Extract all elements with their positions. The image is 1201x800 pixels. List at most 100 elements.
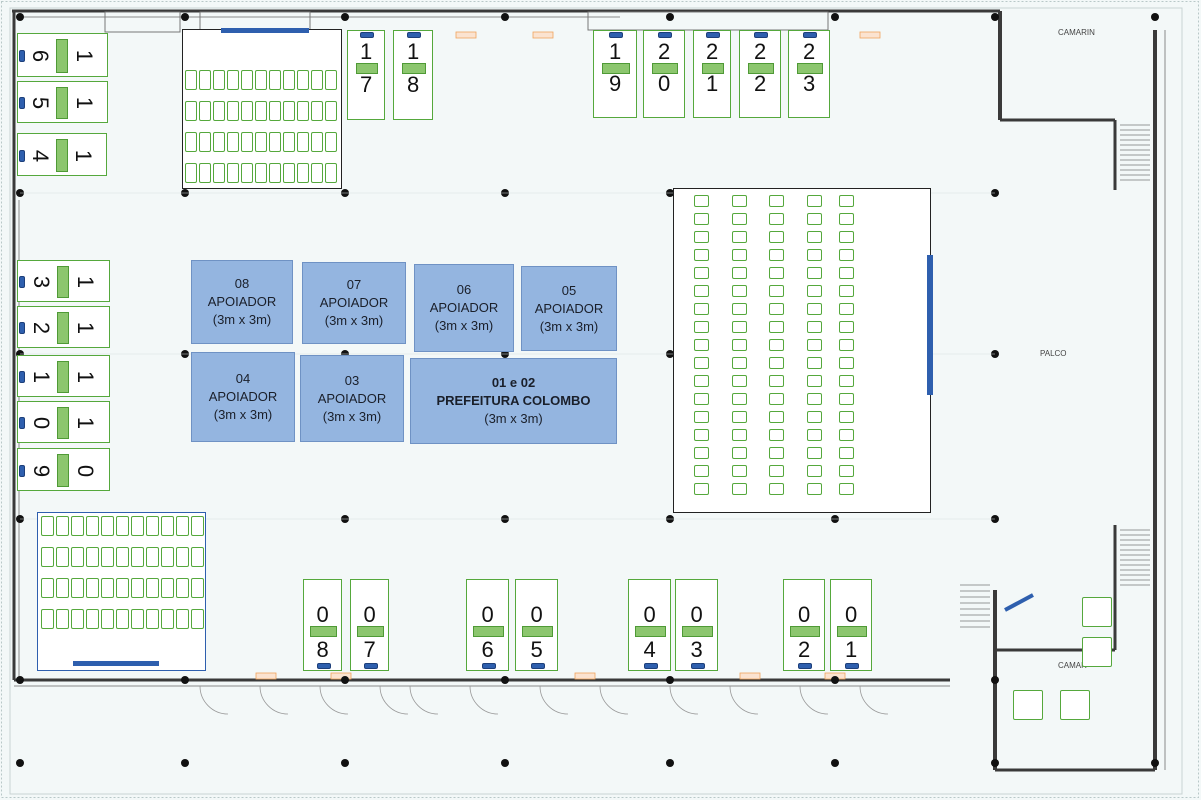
seat xyxy=(311,132,323,152)
seat xyxy=(732,321,747,333)
booth-number-digit: 9 xyxy=(609,71,622,97)
seat xyxy=(101,516,114,536)
booth-tag-marker xyxy=(658,32,672,38)
booth-counter xyxy=(402,63,426,75)
booth-counter xyxy=(837,626,867,637)
seat xyxy=(297,101,309,121)
seat xyxy=(732,447,747,459)
seat xyxy=(769,249,784,261)
seat xyxy=(732,267,747,279)
booth-tag-marker xyxy=(19,50,25,62)
apoiador-size: (3m x 3m) xyxy=(434,318,494,333)
booth-tag-marker xyxy=(316,663,331,669)
seat xyxy=(807,231,822,243)
seat xyxy=(241,70,253,90)
booth-number-digit: 1 xyxy=(73,416,99,430)
seating-block-stage xyxy=(673,188,933,513)
seat xyxy=(41,609,54,629)
booth-number-digit: 3 xyxy=(803,71,816,97)
booth-counter xyxy=(356,63,378,75)
booth-number-digit: 6 xyxy=(481,636,494,662)
booth-number-digit: 2 xyxy=(658,39,671,64)
pillar xyxy=(501,676,509,684)
pillar xyxy=(666,676,674,684)
pillar xyxy=(831,13,839,21)
saida-mark xyxy=(859,31,881,39)
booth-tag-marker xyxy=(530,663,545,669)
seat xyxy=(311,101,323,121)
restroom-top-left xyxy=(104,11,181,33)
seat xyxy=(839,195,854,207)
camar-furniture xyxy=(1082,637,1112,667)
booth-counter xyxy=(682,626,713,637)
seat xyxy=(732,375,747,387)
seat xyxy=(807,375,822,387)
pillar xyxy=(341,759,349,767)
seat xyxy=(41,547,54,567)
booth-number-digit: 1 xyxy=(845,636,858,662)
seat xyxy=(732,249,747,261)
booth-number-digit: 0 xyxy=(690,601,703,627)
booth-tag-marker xyxy=(609,32,623,38)
pillar xyxy=(991,676,999,684)
saida-mark xyxy=(330,672,352,680)
booth-number-digit: 0 xyxy=(28,416,54,430)
booth-counter xyxy=(57,407,70,439)
outer-frame xyxy=(9,7,1183,795)
seat xyxy=(839,249,854,261)
pillar xyxy=(666,759,674,767)
seat xyxy=(213,132,225,152)
apoiador-number: 06 xyxy=(456,282,472,297)
door-arc xyxy=(799,685,829,715)
stage-edge-bar xyxy=(927,255,933,395)
door-arc xyxy=(319,685,349,715)
seat xyxy=(241,163,253,183)
apoiador-size: (3m x 3m) xyxy=(484,411,543,426)
seat xyxy=(732,483,747,495)
booth-number-digit: 2 xyxy=(798,636,811,662)
seat xyxy=(101,547,114,567)
booth-number-digit: 1 xyxy=(706,71,719,97)
booth-tag-marker xyxy=(19,371,25,383)
pillar xyxy=(666,13,674,21)
booth-tag-marker xyxy=(690,663,705,669)
seat xyxy=(56,609,69,629)
seat xyxy=(185,163,197,183)
seat xyxy=(807,339,822,351)
pillar xyxy=(831,759,839,767)
booth-number-digit: 1 xyxy=(407,39,420,64)
camar-door-blue xyxy=(1004,593,1034,612)
booth-counter xyxy=(57,266,70,298)
seat xyxy=(213,70,225,90)
